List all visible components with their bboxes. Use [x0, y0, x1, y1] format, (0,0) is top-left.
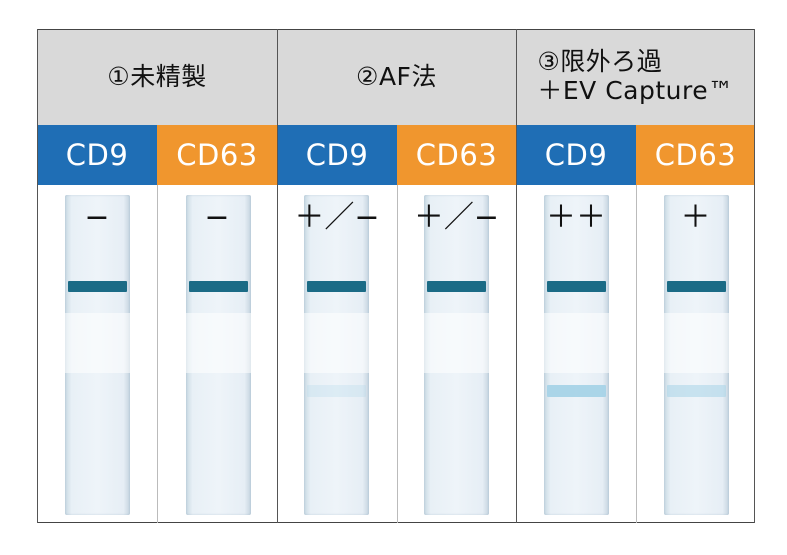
group-label: ①未精製: [107, 61, 207, 91]
strip-column-4: ＋／−: [397, 185, 516, 523]
lateral-flow-comparison-figure: ①未精製 ②AF法 ③限外ろ過 ＋EV Capture™ CD9 CD63 CD…: [37, 29, 755, 523]
strip-column-5: ＋＋: [516, 185, 636, 523]
result-label: ＋／−: [413, 200, 500, 235]
marker-header-cd9: CD9: [277, 125, 397, 185]
group-header-unpurified: ①未精製: [37, 29, 277, 125]
column-divider: [397, 185, 398, 523]
control-line: [307, 281, 366, 292]
right-border: [754, 29, 755, 523]
control-line: [427, 281, 486, 292]
group-divider: [516, 29, 517, 523]
test-strip: [186, 195, 251, 515]
test-line: [547, 385, 606, 397]
column-divider: [157, 185, 158, 523]
marker-header-cd63: CD63: [157, 125, 277, 185]
result-label: ＋: [680, 200, 711, 235]
marker-header-cd9: CD9: [37, 125, 157, 185]
group-label: ③限外ろ過 ＋EV Capture™: [537, 47, 734, 105]
marker-label: CD63: [654, 138, 737, 172]
control-line: [68, 281, 127, 292]
strip-column-1: −: [37, 185, 157, 523]
marker-label: CD63: [176, 138, 258, 172]
marker-header-cd9: CD9: [516, 125, 636, 185]
test-strip: [544, 195, 609, 515]
control-line: [667, 281, 726, 292]
group-header-ultrafiltration-ev-capture: ③限外ろ過 ＋EV Capture™: [516, 29, 755, 125]
group-divider: [277, 29, 278, 523]
test-strip: [424, 195, 489, 515]
test-strip: [664, 195, 729, 515]
control-line: [189, 281, 248, 292]
group-header-af-method: ②AF法: [277, 29, 516, 125]
marker-header-cd63: CD63: [636, 125, 755, 185]
marker-label: CD9: [544, 138, 608, 172]
result-label: −: [84, 200, 110, 235]
marker-header-cd63: CD63: [397, 125, 516, 185]
marker-label: CD63: [415, 138, 498, 172]
group-label: ②AF法: [356, 61, 437, 91]
test-line: [307, 385, 366, 397]
result-label: ＋／−: [294, 200, 380, 235]
marker-label: CD9: [65, 138, 129, 172]
control-line: [547, 281, 606, 292]
test-strip: [65, 195, 130, 515]
bottom-border: [37, 522, 755, 523]
top-border: [37, 29, 755, 30]
column-divider: [636, 185, 637, 523]
result-label: −: [204, 200, 230, 235]
test-strip: [304, 195, 369, 515]
left-border: [37, 29, 38, 523]
strip-column-3: ＋／−: [277, 185, 397, 523]
marker-label: CD9: [305, 138, 369, 172]
strip-column-6: ＋: [636, 185, 755, 523]
test-line: [667, 385, 726, 397]
result-label: ＋＋: [546, 200, 606, 235]
strip-column-2: −: [157, 185, 277, 523]
